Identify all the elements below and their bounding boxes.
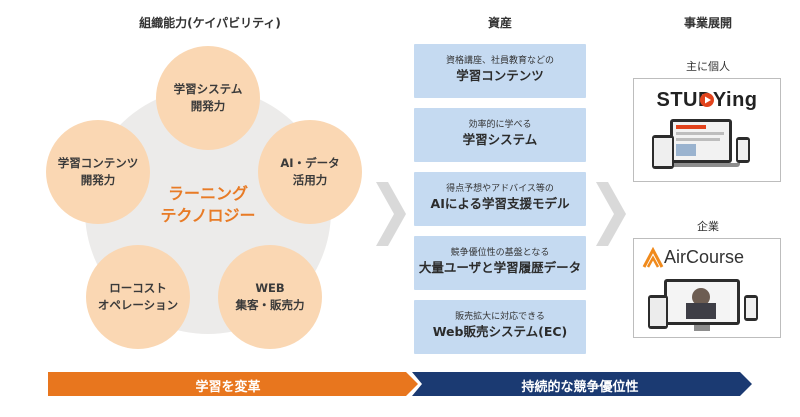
capability-label: 開発力: [190, 99, 226, 113]
capabilities-header: 組織能力(ケイパビリティ): [139, 16, 281, 30]
capability-label: 学習コンテンツ: [57, 156, 139, 171]
corporate-label: 企業: [697, 220, 719, 233]
asset-learning-content: 資格講座、社員教育などの 学習コンテンツ: [414, 44, 586, 98]
asset-web-sales-system: 販売拡大に対応できる Web販売システム(EC): [414, 300, 586, 354]
capability-learning-content: 学習コンテンツ 開発力: [46, 120, 150, 224]
aircourse-logo-text: AirCourse: [664, 247, 745, 267]
capability-low-cost-operation: ローコスト オペレーション: [86, 245, 190, 349]
capability-label: 学習システム: [173, 82, 243, 97]
center-line: ラーニング: [167, 184, 248, 203]
asset-learning-system: 効率的に学べる 学習システム: [414, 108, 586, 162]
asset-title: Web販売システム(EC): [432, 324, 568, 340]
capability-ai-data: AI・データ 活用力: [258, 120, 362, 224]
tablet-device: [652, 135, 674, 169]
transform-learning-bar: [48, 372, 418, 396]
chevron-right-icon: [376, 182, 406, 246]
capability-web-sales: WEB 集客・販売力: [218, 245, 322, 349]
asset-user-data: 競争優位性の基盤となる 大量ユーザと学習履歴データ: [414, 236, 586, 290]
competitive-advantage-bar: [412, 372, 752, 396]
laptop-screen: [670, 119, 732, 163]
asset-subtitle: 競争優位性の基盤となる: [450, 247, 550, 258]
chevron-right-icon: [596, 182, 626, 246]
center-line: テクノロジー: [160, 206, 256, 226]
asset-subtitle: 販売拡大に対応できる: [455, 311, 545, 322]
capability-label: WEB: [255, 281, 285, 296]
aircourse-logo-icon: [642, 247, 664, 268]
capability-label: AI・データ: [280, 156, 340, 171]
assets-header: 資産: [487, 16, 512, 30]
monitor-screen: [664, 279, 740, 325]
laptop-base: [662, 163, 740, 167]
learning-technology-center: ラーニング テクノロジー: [140, 183, 276, 228]
asset-ai-support-model: 得点予想やアドバイス等の AIによる学習支援モデル: [414, 172, 586, 226]
capability-label: 活用力: [292, 173, 328, 187]
capability-label: 開発力: [80, 173, 116, 187]
play-icon: [700, 93, 714, 107]
asset-title: AIによる学習支援モデル: [430, 196, 570, 212]
asset-subtitle: 得点予想やアドバイス等の: [446, 183, 554, 194]
monitor-stand: [694, 325, 710, 331]
business-header: 事業展開: [683, 16, 732, 30]
individual-label: 主に個人: [686, 60, 730, 73]
studying-card: STUDYing: [633, 78, 781, 182]
capability-label: ローコスト: [109, 281, 167, 296]
tablet-device: [648, 295, 668, 329]
capability-learning-system: 学習システム 開発力: [156, 46, 260, 150]
asset-title: 学習システム: [462, 132, 538, 148]
asset-subtitle: 効率的に学べる: [468, 119, 532, 130]
transform-learning-label: 学習を変革: [195, 380, 261, 395]
competitive-advantage-label: 持続的な競争優位性: [521, 380, 639, 395]
asset-title: 学習コンテンツ: [456, 68, 544, 84]
asset-subtitle: 資格講座、社員教育などの: [445, 55, 554, 66]
capability-label: オペレーション: [97, 298, 179, 312]
aircourse-card: AirCourse: [633, 238, 781, 338]
phone-device: [744, 295, 758, 321]
phone-device: [736, 137, 750, 163]
capability-label: 集客・販売力: [235, 298, 305, 312]
asset-title: 大量ユーザと学習履歴データ: [418, 260, 582, 276]
